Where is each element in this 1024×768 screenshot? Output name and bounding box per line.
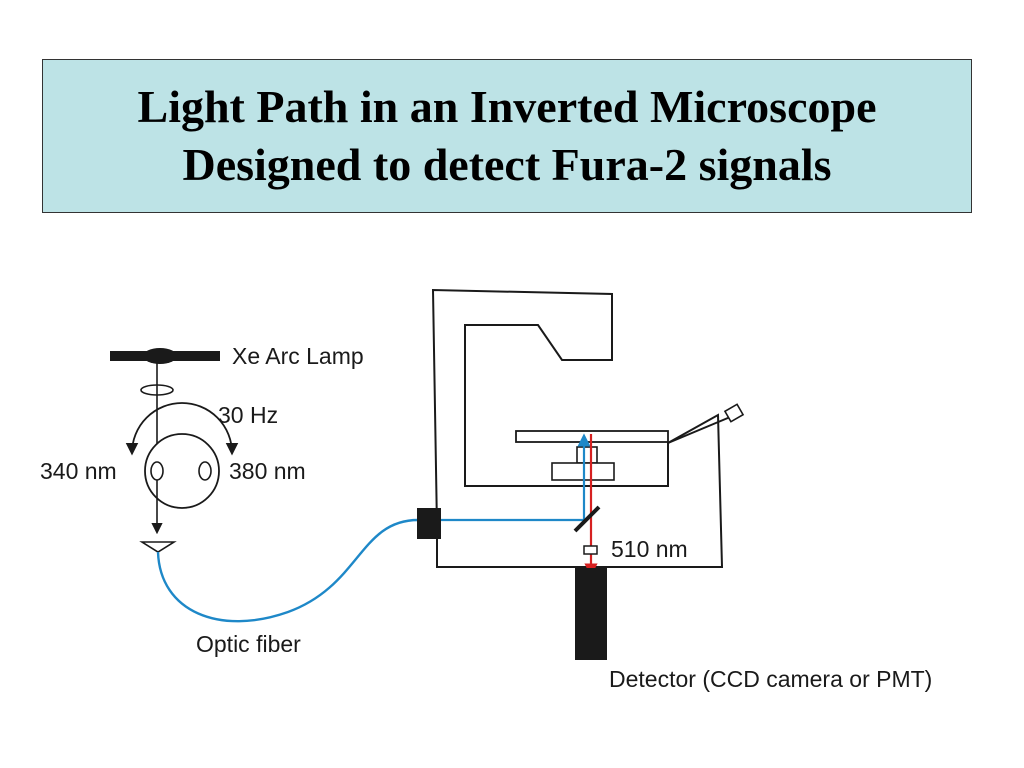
title-banner: Light Path in an Inverted Microscope Des… [42, 59, 972, 213]
title-line-1: Light Path in an Inverted Microscope [137, 81, 877, 132]
lamp-label: Xe Arc Lamp [232, 343, 364, 369]
dichroic-mirror [573, 505, 601, 533]
detector-label: Detector (CCD camera or PMT) [609, 666, 932, 692]
emission-filter [583, 545, 598, 555]
microscope-body [431, 288, 724, 568]
eyepiece [667, 403, 745, 444]
fiber-input-port [417, 508, 441, 539]
detector [575, 568, 607, 660]
filter-wheel [144, 433, 220, 509]
frequency-label: 30 Hz [218, 402, 278, 428]
emission-filter-label: 510 nm [611, 536, 688, 562]
wavelength-left-label: 340 nm [40, 458, 117, 484]
fiber-label: Optic fiber [196, 631, 301, 657]
fiber-coupler [139, 541, 177, 553]
xe-arc-lamp [110, 348, 220, 364]
condenser-lens [140, 384, 174, 396]
rotation-arrow [125, 402, 239, 456]
filter-380-icon [198, 461, 212, 481]
optic-fiber [156, 518, 419, 623]
wavelength-right-label: 380 nm [229, 458, 306, 484]
title-line-2: Designed to detect Fura-2 signals [182, 139, 832, 190]
